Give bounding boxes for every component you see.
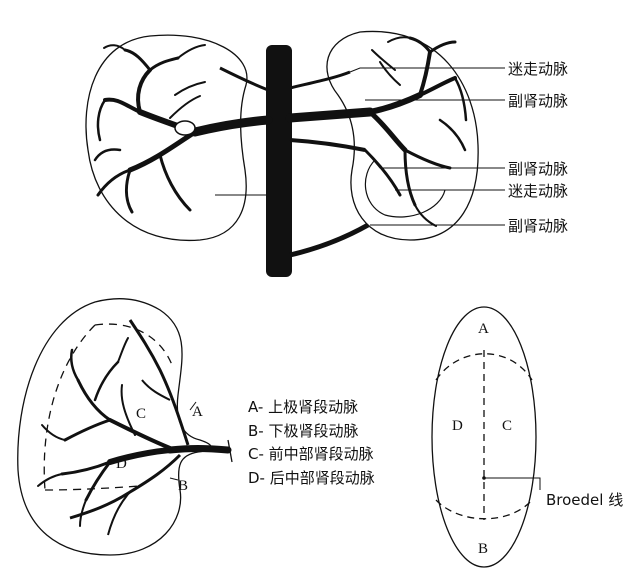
label-vagus-artery-1: 迷走动脉 <box>508 60 568 78</box>
broedel-line-label: Broedel 线 <box>546 491 623 509</box>
left-kidney-branches <box>95 45 205 212</box>
label-accessory-renal-artery-2: 副肾动脉 <box>508 160 568 178</box>
top-figure <box>86 31 505 277</box>
oval-letter-b: B <box>478 541 488 557</box>
left-upper-small-artery <box>220 68 268 90</box>
right-main-renal-artery <box>290 112 370 118</box>
segment-letter-d: D <box>116 456 127 472</box>
segment-oval-figure <box>432 307 540 567</box>
segment-legend: A- 上极肾段动脉 B- 下极肾段动脉 C- 前中部肾段动脉 D- 后中部肾段动… <box>248 398 375 487</box>
label-vagus-artery-2: 迷走动脉 <box>508 182 568 200</box>
label-accessory-renal-artery-3: 副肾动脉 <box>508 217 568 235</box>
oval-letter-c: C <box>502 418 512 434</box>
label-accessory-renal-artery-1: 副肾动脉 <box>508 92 568 110</box>
segmental-main-artery <box>170 449 228 451</box>
legend-item-b: B- 下极肾段动脉 <box>248 422 358 440</box>
left-kidney-outline <box>86 35 247 240</box>
left-main-renal-artery <box>195 120 268 132</box>
leader-b <box>170 478 178 480</box>
central-branches <box>38 338 170 526</box>
segment-letter-a: A <box>192 404 203 420</box>
oval-letter-a: A <box>478 321 489 337</box>
segment-letter-c: C <box>136 406 146 422</box>
legend-item-a: A- 上极肾段动脉 <box>248 398 358 416</box>
oval-letter-d: D <box>452 418 463 434</box>
right-upper-small-artery <box>290 72 350 88</box>
segmental-kidney-figure <box>18 299 232 555</box>
lower-accessory-artery <box>290 225 368 255</box>
segment-letter-b: B <box>178 478 188 494</box>
aorta <box>266 45 292 277</box>
legend-item-d: D- 后中部肾段动脉 <box>248 469 375 487</box>
legend-item-c: C- 前中部肾段动脉 <box>248 445 374 463</box>
